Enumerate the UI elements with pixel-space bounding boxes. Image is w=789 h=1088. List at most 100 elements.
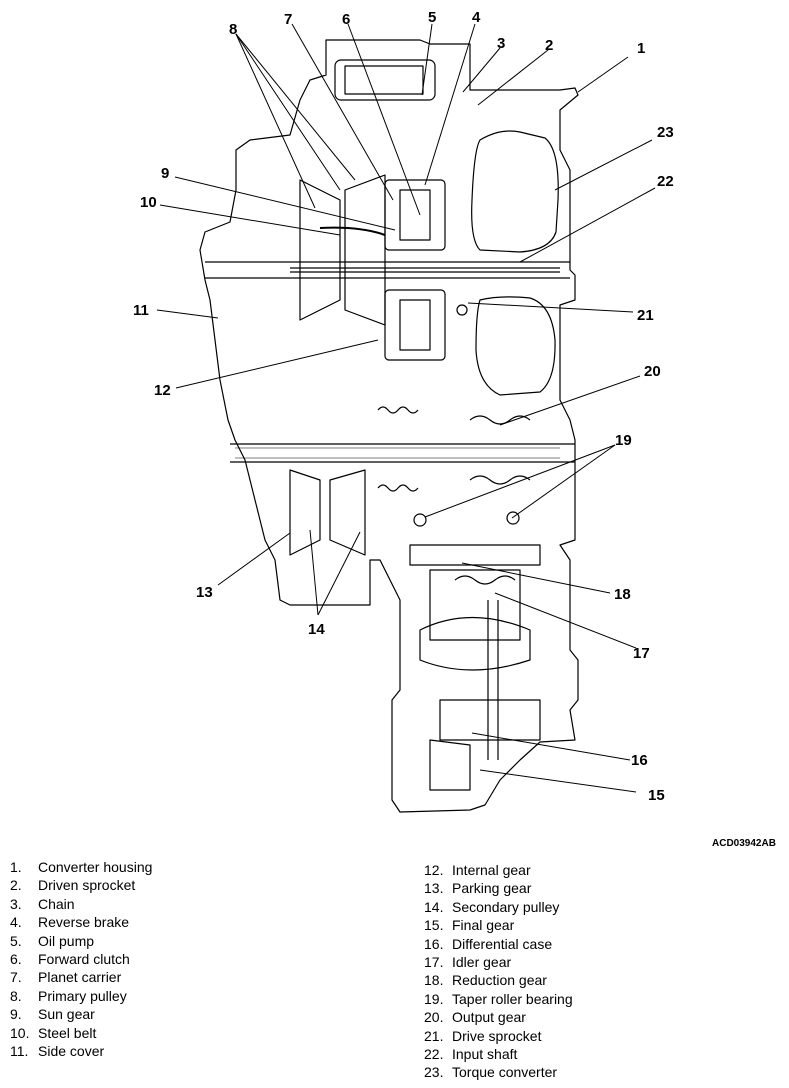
- legend-item: 23. Torque converter: [424, 1063, 573, 1081]
- legend-item: 9. Sun gear: [10, 1005, 152, 1023]
- legend-num: 18.: [424, 972, 444, 989]
- legend-label: Driven sprocket: [38, 877, 136, 894]
- legend-item: 17. Idler gear: [424, 953, 573, 971]
- callout-9: 9: [161, 165, 169, 182]
- legend-item: 11. Side cover: [10, 1042, 152, 1060]
- legend-item: 12. Internal gear: [424, 861, 573, 879]
- legend-item: 19. Taper roller bearing: [424, 990, 573, 1008]
- legend-num: 3.: [10, 895, 22, 912]
- legend-item: 1. Converter housing: [10, 858, 152, 876]
- legend-num: 1.: [10, 859, 22, 875]
- callout-16: 16: [631, 752, 648, 769]
- legend-item: 22. Input shaft: [424, 1045, 573, 1063]
- legend-num: 2.: [10, 877, 22, 894]
- legend-num: 21.: [424, 1027, 444, 1044]
- legend-item: 10. Steel belt: [10, 1024, 152, 1042]
- legend-label: Drive sprocket: [452, 1027, 542, 1044]
- transmission-cross-section-diagram: 1 2 3 4 5 6 7 8 9 10 11 12 13 14 15 16 1…: [133, 9, 674, 813]
- legend-item: 16. Differential case: [424, 935, 573, 953]
- callout-7: 7: [284, 11, 292, 28]
- differential-case-outline: [419, 617, 531, 671]
- legend-label: Idler gear: [452, 954, 512, 971]
- legend-label: Final gear: [452, 917, 515, 934]
- legend-item: 15. Final gear: [424, 916, 573, 934]
- callout-18: 18: [614, 586, 631, 603]
- legend-item: 5. Oil pump: [10, 932, 152, 950]
- callout-20: 20: [644, 363, 661, 380]
- legend-num: 13.: [424, 880, 444, 897]
- legend-label: Planet carrier: [38, 969, 122, 986]
- legend-num: 7.: [10, 969, 22, 986]
- legend-label: Torque converter: [452, 1064, 558, 1081]
- torque-converter-outline: [471, 130, 559, 253]
- legend-num: 22.: [424, 1046, 444, 1063]
- legend-num: 20.: [424, 1009, 444, 1026]
- callout-17: 17: [633, 645, 650, 662]
- legend-item: 8. Primary pulley: [10, 987, 152, 1005]
- legend-num: 8.: [10, 987, 22, 1004]
- legend-item: 13. Parking gear: [424, 879, 573, 897]
- legend-num: 19.: [424, 990, 444, 1007]
- callout-3: 3: [497, 35, 505, 52]
- legend-item: 4. Reverse brake: [10, 913, 152, 931]
- legend-num: 9.: [10, 1006, 22, 1023]
- legend-num: 17.: [424, 954, 444, 971]
- secondary-shaft: [230, 443, 575, 463]
- legend-label: Sun gear: [38, 1006, 95, 1023]
- legend-label: Internal gear: [452, 862, 531, 878]
- legend-label: Reverse brake: [38, 914, 130, 931]
- legend-num: 23.: [424, 1064, 444, 1081]
- callout-8: 8: [229, 21, 237, 38]
- callout-21: 21: [637, 307, 654, 324]
- legend-item: 2. Driven sprocket: [10, 876, 152, 894]
- callout-5: 5: [428, 9, 436, 26]
- callout-23: 23: [657, 124, 674, 141]
- input-shaft: [205, 261, 570, 279]
- legend-item: 20. Output gear: [424, 1008, 573, 1026]
- legend-label: Primary pulley: [38, 987, 127, 1004]
- callout-14: 14: [308, 621, 325, 638]
- figure-code: ACD03942AB: [712, 838, 776, 849]
- legend-label: Taper roller bearing: [452, 990, 573, 1007]
- legend-label: Steel belt: [38, 1024, 97, 1041]
- legend-label: Output gear: [452, 1009, 526, 1026]
- legend-label: Forward clutch: [38, 951, 130, 968]
- callout-13: 13: [196, 584, 213, 601]
- callout-2: 2: [545, 37, 553, 54]
- legend-label: Differential case: [452, 935, 553, 952]
- legend-num: 15.: [424, 917, 444, 934]
- callout-6: 6: [342, 11, 350, 28]
- legend-label: Oil pump: [38, 932, 95, 949]
- legend-label: Input shaft: [452, 1046, 518, 1063]
- legend-label: Secondary pulley: [452, 898, 560, 915]
- callout-10: 10: [140, 194, 157, 211]
- legend-item: 14. Secondary pulley: [424, 898, 573, 916]
- callout-19: 19: [615, 432, 632, 449]
- callout-11: 11: [133, 302, 149, 319]
- legend-label: Side cover: [38, 1043, 105, 1060]
- legend-num: 6.: [10, 951, 22, 968]
- legend-num: 16.: [424, 935, 444, 952]
- legend-num: 5.: [10, 932, 22, 949]
- legend-item: 6. Forward clutch: [10, 950, 152, 968]
- legend-label: Parking gear: [452, 880, 532, 897]
- callout-1: 1: [637, 40, 645, 57]
- case-outline: [199, 39, 579, 813]
- legend-num: 11.: [10, 1043, 29, 1060]
- legend-label: Reduction gear: [452, 972, 547, 989]
- legend-item: 18. Reduction gear: [424, 971, 573, 989]
- legend-num: 4.: [10, 914, 22, 931]
- legend-right: 12. Internal gear 13. Parking gear 14. Seco…: [424, 861, 573, 1082]
- legend-num: 12.: [424, 862, 444, 878]
- legend-num: 10.: [10, 1024, 30, 1041]
- callout-4: 4: [472, 9, 481, 26]
- callout-12: 12: [154, 382, 171, 399]
- callout-15: 15: [648, 787, 665, 804]
- legend-label: Chain: [38, 895, 75, 912]
- legend-item: 7. Planet carrier: [10, 968, 152, 986]
- legend-item: 3. Chain: [10, 895, 152, 913]
- legend-left: 1. Converter housing 2. Driven sprocket 3.…: [10, 858, 152, 1060]
- legend-num: 14.: [424, 898, 444, 915]
- legend-label: Converter housing: [38, 859, 153, 875]
- callout-22: 22: [657, 173, 674, 190]
